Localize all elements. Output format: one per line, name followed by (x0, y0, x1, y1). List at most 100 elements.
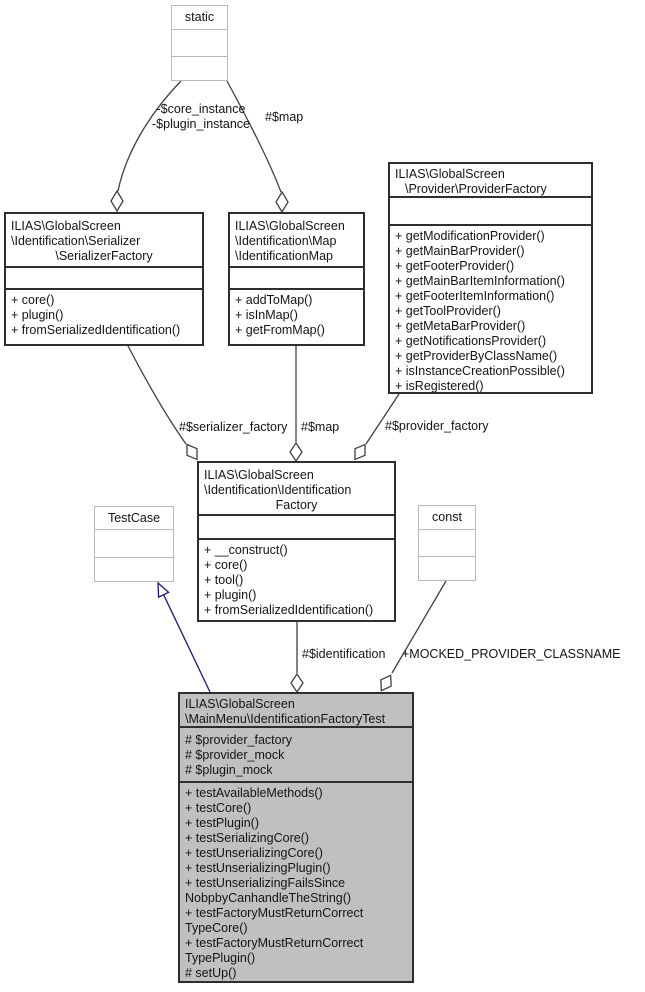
method-line: + getMainBarItemInformation() (395, 274, 565, 288)
methods-compartment (95, 558, 173, 581)
class-provider-factory[interactable]: ILIAS\GlobalScreen \Provider\ProviderFac… (388, 162, 593, 394)
title-line: \Identification\Serializer (11, 234, 141, 248)
method-line: + addToMap() (235, 293, 313, 307)
method-line: + isInstanceCreationPossible() (395, 364, 565, 378)
method-line: + core() (204, 558, 248, 572)
edge-label-static-members: -$core_instance -$plugin_instance (150, 102, 252, 132)
method-line: + getModificationProvider() (395, 229, 545, 243)
method-line: + getProviderByClassName() (395, 349, 558, 363)
method-line: + __construct() (204, 543, 288, 557)
method-line: + fromSerializedIdentification() (11, 323, 181, 337)
method-line: + getNotificationsProvider() (395, 334, 547, 348)
method-line: + plugin() (11, 308, 64, 322)
attributes-compartment (230, 268, 363, 290)
title-line: \IdentificationMap (235, 249, 333, 263)
class-title: ILIAS\GlobalScreen \Provider\ProviderFac… (390, 164, 591, 198)
inheritance-arrow-icon (157, 581, 170, 599)
edge-static-serializer (117, 80, 182, 192)
class-title: ILIAS\GlobalScreen \Identification\Ident… (199, 463, 394, 516)
attributes-compartment (172, 30, 227, 57)
class-title: const (419, 506, 475, 530)
method-line: + testAvailableMethods() (185, 786, 323, 800)
class-serializer-factory[interactable]: ILIAS\GlobalScreen \Identification\Seria… (4, 212, 204, 346)
edge-label-line: -$plugin_instance (152, 117, 250, 131)
method-line: + plugin() (204, 588, 257, 602)
title-line: ILIAS\GlobalScreen (204, 468, 314, 482)
method-line: + testUnserializingPlugin() (185, 861, 331, 875)
method-line: TypePlugin() (185, 951, 256, 965)
attribute-line: # $plugin_mock (185, 763, 273, 777)
methods-compartment (172, 57, 227, 80)
method-line: + core() (11, 293, 55, 307)
aggregation-diamond-icon (380, 674, 392, 692)
title-line: Factory (275, 498, 318, 512)
method-line: + getMainBarProvider() (395, 244, 525, 258)
method-line: + getToolProvider() (395, 304, 501, 318)
edge-static-map (226, 80, 282, 193)
method-line: NobpbyCanhandleTheString() (185, 891, 352, 905)
aggregation-diamond-icon (354, 443, 366, 461)
methods-compartment: + __construct()+ core()+ tool()+ plugin(… (199, 540, 394, 620)
aggregation-diamond-icon (186, 443, 198, 461)
methods-compartment: + addToMap()+ isInMap()+ getFromMap() (230, 290, 363, 344)
class-title: ILIAS\GlobalScreen \MainMenu\Identificat… (180, 694, 412, 728)
attributes-compartment (6, 268, 202, 290)
attribute-line: # $provider_mock (185, 748, 285, 762)
class-title: ILIAS\GlobalScreen \Identification\Map \… (230, 214, 363, 268)
method-line: + isRegistered() (395, 379, 484, 392)
class-title: ILIAS\GlobalScreen \Identification\Seria… (6, 214, 202, 268)
method-line: + getFooterItemInformation() (395, 289, 555, 303)
class-identification-map[interactable]: ILIAS\GlobalScreen \Identification\Map \… (228, 212, 365, 346)
title-line: ILIAS\GlobalScreen (235, 219, 345, 233)
edge-label-line: -$core_instance (156, 102, 246, 116)
method-line: + tool() (204, 573, 244, 587)
method-line: + testSerializingCore() (185, 831, 310, 845)
title-line: \Identification\Identification (204, 483, 352, 497)
class-static[interactable]: static (171, 5, 228, 81)
class-const[interactable]: const (418, 505, 476, 581)
attribute-line: # $provider_factory (185, 733, 293, 747)
method-line: # setUp() (185, 966, 237, 980)
method-line: + testFactoryMustReturnCorrect (185, 906, 364, 920)
attributes-compartment (419, 530, 475, 557)
class-title: TestCase (95, 507, 173, 530)
method-line: + getMetaBarProvider() (395, 319, 526, 333)
methods-compartment: + core()+ plugin()+ fromSerializedIdenti… (6, 290, 202, 344)
aggregation-diamond-icon (290, 672, 304, 694)
class-identification-factory-test[interactable]: ILIAS\GlobalScreen \MainMenu\Identificat… (178, 692, 414, 983)
title-line: \SerializerFactory (55, 249, 153, 263)
title-line: \Identification\Map (235, 234, 337, 248)
class-identification-factory[interactable]: ILIAS\GlobalScreen \Identification\Ident… (197, 461, 396, 622)
edge-const-test (391, 580, 447, 674)
class-testcase[interactable]: TestCase (94, 506, 174, 582)
method-line: + testCore() (185, 801, 252, 815)
title-line: ILIAS\GlobalScreen (185, 697, 295, 711)
edge-label-map-static: #$map (265, 110, 304, 124)
aggregation-diamond-icon (275, 190, 289, 214)
method-line: + testPlugin() (185, 816, 259, 830)
method-line: + getFooterProvider() (395, 259, 515, 273)
edge-label-map: #$map (301, 420, 340, 434)
method-line: + fromSerializedIdentification() (204, 603, 374, 617)
edge-label-serializer-factory: #$serializer_factory (179, 420, 288, 434)
attributes-compartment (199, 516, 394, 540)
aggregation-diamond-icon (289, 441, 303, 463)
method-line: + getFromMap() (235, 323, 325, 337)
attributes-compartment: # $provider_factory# $provider_mock# $pl… (180, 728, 412, 783)
class-title: static (172, 6, 227, 30)
title-line: ILIAS\GlobalScreen (11, 219, 121, 233)
method-line: + testUnserializingFailsSince (185, 876, 346, 890)
methods-compartment: + getModificationProvider()+ getMainBarP… (390, 226, 591, 392)
method-line: TypeCore() (185, 921, 248, 935)
title-line: ILIAS\GlobalScreen (395, 167, 505, 181)
inheritance-edge (163, 594, 211, 693)
edge-label-identification: #$identification (302, 647, 386, 661)
title-line: \MainMenu\IdentificationFactoryTest (185, 712, 386, 726)
title-line: \Provider\ProviderFactory (405, 182, 547, 196)
attributes-compartment (390, 198, 591, 226)
method-line: + isInMap() (235, 308, 298, 322)
methods-compartment: + testAvailableMethods()+ testCore()+ te… (180, 783, 412, 981)
aggregation-diamond-icon (110, 189, 124, 213)
